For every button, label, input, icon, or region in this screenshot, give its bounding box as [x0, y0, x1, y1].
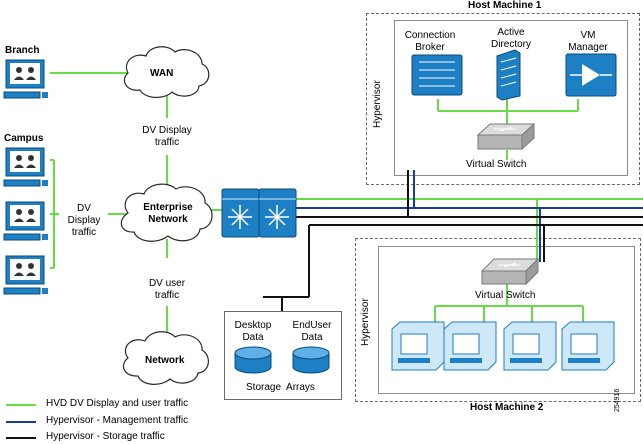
legend-label-storage: Hypervisor - Storage traffic [46, 431, 165, 442]
hypervisor-2-label: Hypervisor [360, 298, 371, 346]
vm-manager-device [565, 53, 617, 97]
dv-display-traffic-left-label: DV Display traffic [67, 203, 101, 238]
connection-broker-device [411, 54, 463, 96]
active-directory-server [496, 49, 521, 101]
enduser-data-label: EndUser Data [292, 320, 332, 343]
network-label: Network [145, 355, 185, 366]
dv-user-traffic-label: DV user traffic [148, 278, 186, 301]
host-machine-1-title: Host Machine 1 [468, 0, 542, 11]
core-switch-2 [258, 188, 297, 238]
virtual-switch-2-label: Virtual Switch [475, 290, 536, 301]
vm-desktop-1 [391, 321, 445, 371]
hypervisor-1-label: Hypervisor [372, 80, 383, 128]
legend-label-user-traffic: HVD DV Display and user traffic [46, 398, 189, 409]
desktop-data-label: Desktop Data [234, 320, 272, 343]
campus-workstation-3 [3, 255, 48, 295]
legend-swatch-user-traffic [6, 404, 36, 406]
vm-desktop-3 [503, 321, 557, 371]
virtual-switch-2-device [480, 257, 540, 286]
dv-display-traffic-top-label: DV Display traffic [142, 125, 192, 148]
network-cloud [122, 331, 209, 385]
enterprise-network-cloud [120, 183, 213, 242]
desktop-data-cylinder [234, 346, 272, 374]
wan-label: WAN [150, 68, 174, 79]
vm-manager-label: VM Manager [568, 30, 608, 53]
figure-id: 254916 [614, 388, 621, 412]
wan-cloud [123, 46, 210, 98]
connection-broker-label: Connection Broker [404, 30, 456, 53]
active-directory-label: Active Directory [490, 27, 531, 50]
virtual-switch-1-label: Virtual Switch [466, 159, 527, 170]
storage-arrays-label: Storage Arrays [246, 382, 315, 393]
vm-desktop-2 [443, 321, 497, 371]
branch-workstation [3, 59, 48, 99]
host-machine-2-title: Host Machine 2 [470, 402, 544, 413]
campus-workstation-2 [3, 201, 48, 241]
storage-links [263, 170, 643, 311]
branch-label: Branch [5, 45, 40, 56]
legend-swatch-management [6, 421, 36, 423]
virtual-switch-1-device [476, 122, 536, 151]
campus-workstation-1 [3, 147, 48, 187]
legend-swatch-storage [6, 437, 36, 439]
campus-label: Campus [4, 133, 44, 144]
enterprise-network-label: Enterprise Network [143, 202, 193, 225]
core-switch-1 [221, 188, 260, 238]
enduser-data-cylinder [292, 346, 330, 374]
legend-label-management: Hypervisor - Management traffic [46, 415, 189, 426]
vm-desktop-4 [561, 321, 615, 371]
